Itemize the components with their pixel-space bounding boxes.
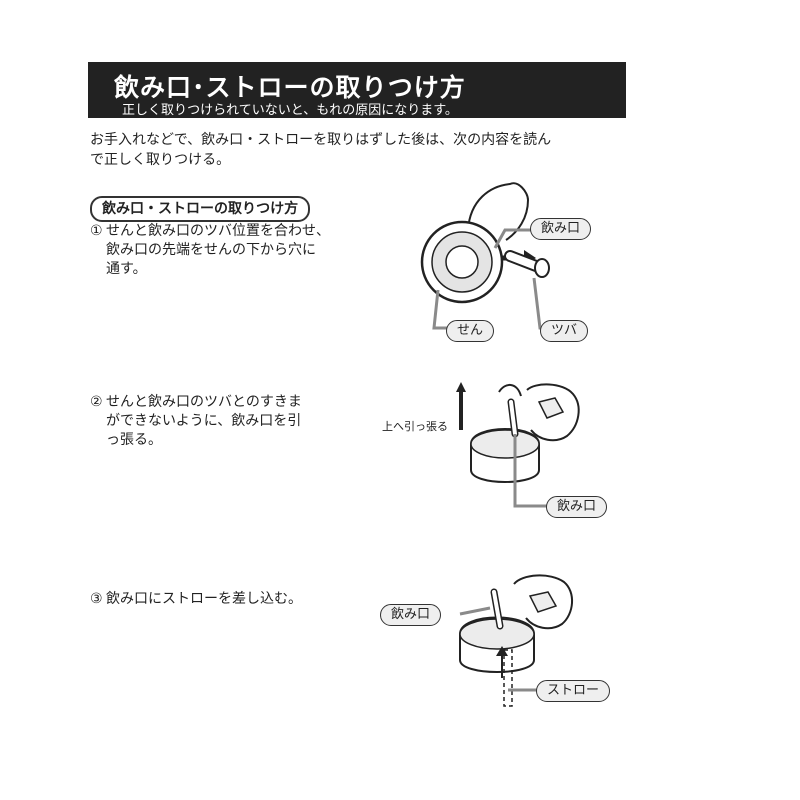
callout-straw: ストロー: [536, 680, 611, 702]
figure-1-cap-illustration: [420, 182, 550, 330]
callout-nomikuchi: 飲み口: [380, 604, 442, 626]
callout-tsuba: ツバ: [540, 320, 589, 342]
step-text: っ張る。: [106, 432, 162, 448]
figure-2-cap-illustration: [456, 382, 580, 508]
header-banner: 飲み口･ストローの取りつけ方 正しく取りつけられていないと、もれの原因になります…: [88, 62, 626, 118]
callout-nomikuchi: 飲み口: [530, 218, 592, 240]
callout-sen: せん: [446, 320, 495, 342]
section-heading: 飲み口・ストローの取りつけ方: [90, 196, 311, 222]
step-text: 飲み口の先端をせんの下から穴に: [106, 242, 316, 258]
straw-shape: [503, 649, 513, 707]
pull-up-label: 上へ引っ張る: [382, 420, 448, 433]
intro-text: お手入れなどで、飲み口・ストローを取りはずした後は、次の内容を読ん で正しく取り…: [90, 130, 630, 170]
callout-nomikuchi: 飲み口: [546, 496, 608, 518]
step-text: せんと飲み口のツバ位置を合わせ、: [106, 223, 330, 239]
page-title: 飲み口･ストローの取りつけ方: [114, 73, 466, 102]
intro-line: で正しく取りつける。: [90, 152, 231, 168]
figure-3-cap-illustration: [459, 574, 573, 707]
step-text: 通す。: [106, 261, 147, 277]
step-text: 飲み口にストローを差し込む。: [106, 591, 302, 607]
intro-line: お手入れなどで、飲み口・ストローを取りはずした後は、次の内容を読ん: [90, 132, 552, 148]
step-number: ③: [90, 591, 103, 607]
step-text: ができないように、飲み口を引: [106, 413, 302, 429]
step-text: せんと飲み口のツバとのすきま: [106, 394, 302, 410]
step-number: ①: [90, 223, 103, 239]
insert-arrow-icon: [496, 646, 508, 656]
up-arrow-icon: [456, 382, 466, 430]
step-number: ②: [90, 394, 103, 410]
page-subtitle: 正しく取りつけられていないと、もれの原因になります。: [122, 103, 458, 118]
